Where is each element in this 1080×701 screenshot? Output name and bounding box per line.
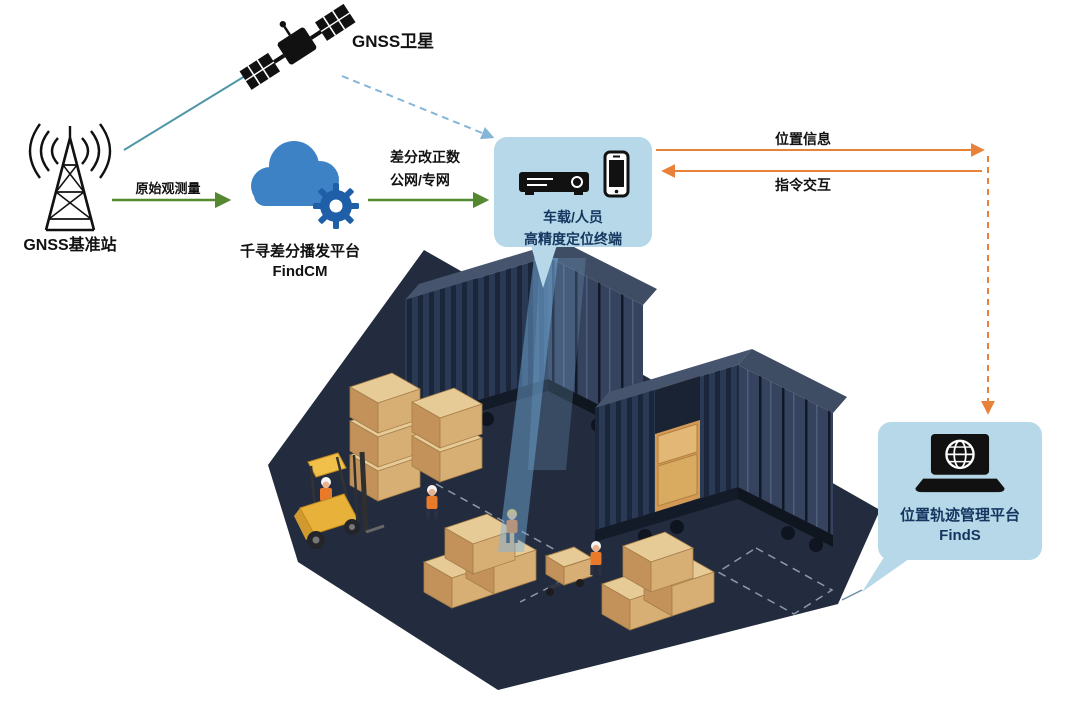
platform-label-subtitle: FindS bbox=[939, 527, 981, 544]
command-interaction-label: 指令交互 bbox=[775, 177, 831, 193]
position-info-label: 位置信息 bbox=[775, 131, 831, 147]
worker-icon bbox=[506, 509, 518, 543]
raw-observation-label: 原始观测量 bbox=[135, 181, 201, 196]
terminal-label-line2: 高精度定位终端 bbox=[524, 231, 622, 247]
platform-bubble: 位置轨迹管理平台 FindS bbox=[878, 422, 1042, 560]
satellite-terminal-link bbox=[341, 75, 495, 140]
link-lines bbox=[112, 61, 995, 601]
container-icon bbox=[405, 241, 657, 444]
receiver-device-icon bbox=[518, 172, 589, 195]
correction-label-line2: 公网/专网 bbox=[390, 172, 450, 188]
platform-scene-connector bbox=[841, 589, 863, 601]
worker-icon bbox=[426, 485, 438, 519]
terminal-bubble: 车载/人员 高精度定位终端 bbox=[494, 137, 652, 247]
warehouse-illustration bbox=[268, 241, 880, 690]
gear-icon bbox=[313, 183, 359, 229]
laptop-icon bbox=[915, 434, 1005, 493]
open-door-cargo bbox=[655, 376, 700, 512]
worker-icon bbox=[590, 541, 602, 575]
cloud-platform-title: 千寻差分播发平台 bbox=[239, 243, 360, 260]
positioning-beam bbox=[498, 258, 586, 552]
terminal-bubble-tail bbox=[530, 242, 558, 288]
satellite-label: GNSS卫星 bbox=[352, 32, 435, 51]
smartphone-icon bbox=[603, 150, 629, 198]
signal-waves-icon bbox=[28, 123, 112, 179]
correction-label-line1: 差分改正数 bbox=[390, 149, 460, 165]
base-station-label: GNSS基准站 bbox=[23, 237, 117, 254]
platform-bubble-tail bbox=[862, 554, 916, 592]
cloud-platform-subtitle: FindCM bbox=[272, 263, 328, 280]
pallet-boxes-icon bbox=[423, 513, 537, 609]
platform-label-title: 位置轨迹管理平台 bbox=[899, 507, 1020, 524]
radio-tower-icon bbox=[28, 123, 112, 232]
globe-icon bbox=[945, 439, 975, 470]
terminal-label-line1: 车载/人员 bbox=[543, 209, 603, 225]
pallet-boxes-icon bbox=[349, 372, 483, 502]
pallet-boxes-icon bbox=[601, 531, 715, 631]
forklift-icon bbox=[294, 451, 385, 549]
pallet-jack-icon bbox=[544, 546, 596, 596]
satellite-icon bbox=[239, 3, 356, 90]
container-icon bbox=[595, 349, 847, 552]
cloud-icon bbox=[251, 141, 359, 229]
